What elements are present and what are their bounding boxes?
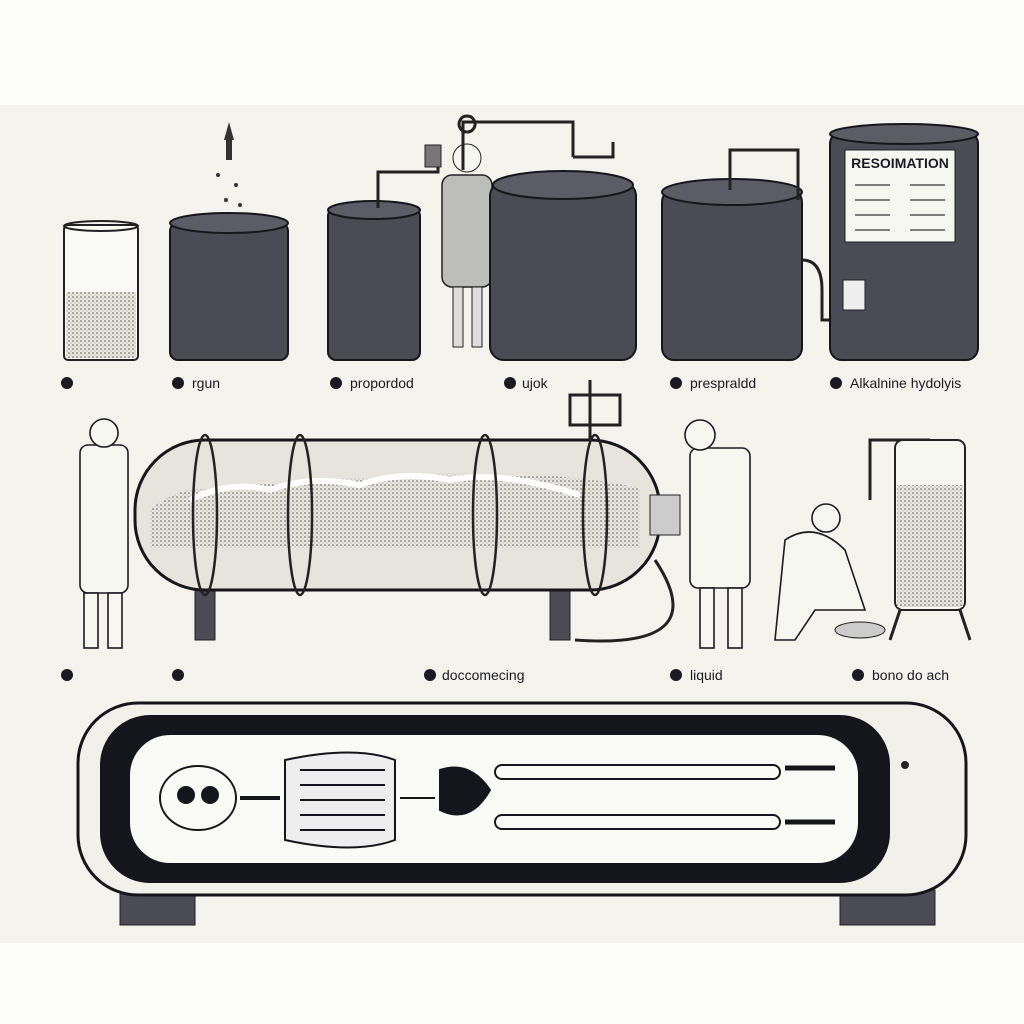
step-label [172, 669, 184, 681]
worker-right [649, 419, 751, 649]
svg-text:propordod: propordod [350, 375, 414, 391]
step-label: liquid [670, 667, 723, 683]
step-label: rgun [172, 375, 220, 391]
step-label: prespraldd [670, 375, 756, 391]
step-label: doccomecing [424, 667, 525, 683]
step-label [61, 669, 73, 681]
svg-text:ujok: ujok [522, 375, 549, 391]
spray-nozzle-icon [224, 122, 234, 160]
glass-beaker [63, 220, 139, 361]
tank-2 [327, 144, 442, 361]
svg-text:doccomecing: doccomecing [442, 667, 525, 683]
top-step-labels: rgun propordod ujok prespraldd Alkalnine… [61, 375, 961, 391]
tank-1 [169, 122, 289, 361]
step-label: propordod [330, 375, 414, 391]
svg-text:rgun: rgun [192, 375, 220, 391]
tank-label-title: RESOIMATION [851, 155, 949, 171]
svg-text:bono do ach: bono do ach [872, 667, 949, 683]
step-label: Alkalnine hydolyis [830, 375, 961, 391]
middle-step-labels: doccomecing liquid bono do ach [61, 667, 949, 683]
tank-3 [489, 142, 637, 361]
hydrolysis-vessel [133, 380, 675, 643]
step-label: bono do ach [852, 667, 949, 683]
svg-text:Alkalnine hydolyis: Alkalnine hydolyis [850, 375, 961, 391]
tank-label-sheet [844, 149, 956, 243]
valve-icon [842, 279, 866, 311]
step-label [61, 377, 73, 389]
resomation-chamber [76, 701, 968, 926]
worker-left [79, 418, 129, 649]
resomation-tank: RESOIMATION [829, 123, 979, 361]
worker-1 [441, 114, 575, 348]
tank-4 [661, 148, 852, 361]
worker-kneeling [774, 503, 886, 641]
liquid-column [868, 438, 972, 641]
skeleton-icon [159, 751, 835, 849]
svg-text:liquid: liquid [690, 667, 723, 683]
svg-text:prespraldd: prespraldd [690, 375, 756, 391]
step-label: ujok [504, 375, 549, 391]
